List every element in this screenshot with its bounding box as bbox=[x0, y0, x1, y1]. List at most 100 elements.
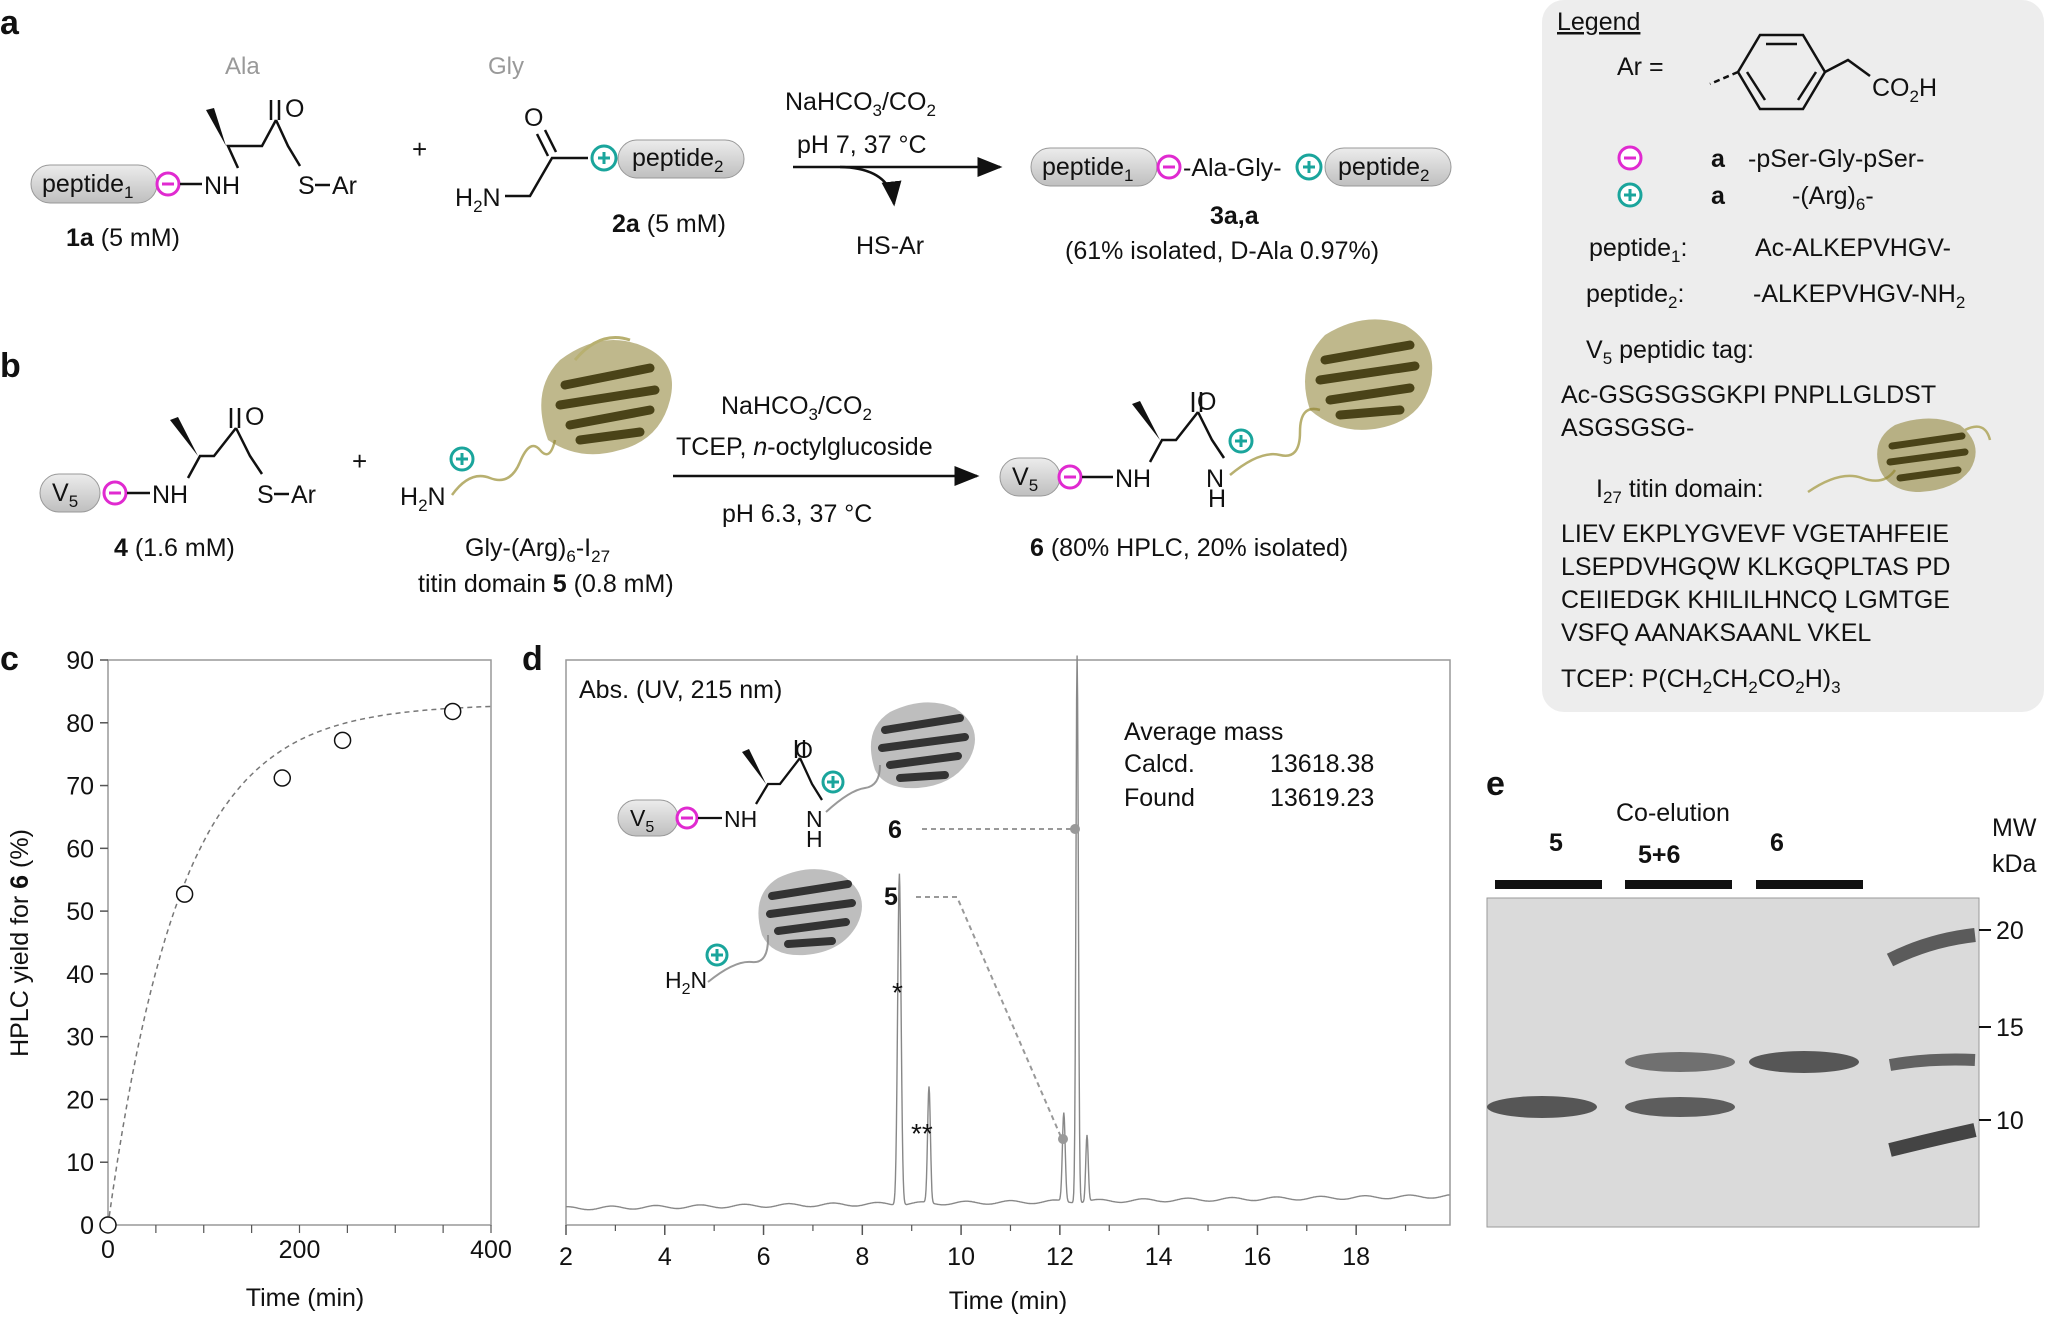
ala-label: Ala bbox=[225, 53, 260, 80]
legend-neg-seq: -pSer-Gly-pSer- bbox=[1748, 145, 1924, 173]
panel-letter-e: e bbox=[1486, 765, 1505, 803]
peptide2-tag-label: peptide2 bbox=[632, 144, 724, 176]
conditions-a-1: NaHCO3/CO2 bbox=[785, 88, 936, 120]
phenyl-ring-icon bbox=[1709, 33, 1871, 111]
scheme-a: Ala Gly peptide1 NH O S Ar 1a (5 mM) + H… bbox=[30, 53, 1452, 265]
calcd-value: 13618.38 bbox=[1270, 750, 1374, 778]
y-tick-label: 20 bbox=[66, 1086, 94, 1114]
gly-label: Gly bbox=[488, 53, 524, 80]
inset-h2n: H2N bbox=[665, 967, 707, 998]
legend-i27-seq1: LIEV EKPLYGVEVF VGETAHFEIE bbox=[1561, 520, 1949, 548]
product-h: H bbox=[1208, 485, 1226, 513]
inset-nh: NH bbox=[724, 806, 757, 832]
marker-20: 20 bbox=[1996, 917, 2024, 945]
ar-label-b: Ar bbox=[291, 481, 316, 509]
coelution-label: Co-elution bbox=[1616, 799, 1730, 827]
compound-5-line2: titin domain 5 (0.8 mM) bbox=[418, 570, 674, 598]
compound-2a-label: 2a (5 mM) bbox=[612, 210, 726, 238]
panel-letter-a: a bbox=[0, 4, 20, 42]
data-point bbox=[273, 769, 292, 787]
legend-i27-seq4: VSFQ AANAKSAANL VKEL bbox=[1561, 619, 1871, 647]
mw-label: MW bbox=[1992, 814, 2037, 842]
titin-protein-icon bbox=[758, 869, 862, 956]
data-point bbox=[443, 702, 462, 721]
x-tick-label: 4 bbox=[658, 1243, 672, 1271]
hplc-trace bbox=[566, 655, 1450, 1211]
product-peptide2-label: peptide2 bbox=[1338, 153, 1430, 185]
legend-v5-seq1: Ac-GSGSGSGKPI PNPLLGLDST bbox=[1561, 381, 1936, 409]
s-label: S bbox=[298, 172, 315, 200]
chart-c-ylabel: HPLC yield for 6 (%) bbox=[6, 829, 34, 1057]
peak-star1: * bbox=[892, 977, 903, 1008]
marker-10: 10 bbox=[1996, 1107, 2024, 1135]
chart-d-frame bbox=[565, 659, 1451, 1226]
legend-i27-seq3: CEIIEDGK KHILILHNCQ LGMTGE bbox=[1561, 586, 1950, 614]
legend-peptide2-label: peptide2: bbox=[1586, 280, 1684, 312]
y-tick-label: 90 bbox=[66, 647, 94, 675]
conditions-b-2: TCEP, n-octylglucoside bbox=[676, 433, 933, 461]
product-3aa-label: 3a,a bbox=[1210, 202, 1260, 230]
titin-protein-icon bbox=[870, 702, 975, 789]
x-tick-label: 18 bbox=[1342, 1243, 1370, 1271]
y-tick-label: 0 bbox=[80, 1212, 94, 1240]
x-tick-label: 8 bbox=[855, 1243, 869, 1271]
legend-co2h: CO2H bbox=[1872, 74, 1937, 106]
product-6-label: 6 (80% HPLC, 20% isolated) bbox=[1030, 534, 1348, 562]
nh-label: NH bbox=[204, 172, 240, 200]
gel-panel: Co-elution 5 5+6 6 MW kDa 20 15 10 bbox=[1486, 799, 2037, 1228]
legend-i27-seq2: LSEPDVHGQW KLKGQPLTAS PD bbox=[1561, 553, 1950, 581]
kda-label: kDa bbox=[1992, 850, 2037, 878]
x-tick-label: 12 bbox=[1046, 1243, 1074, 1271]
carbonyl-o-b2: O bbox=[1197, 388, 1216, 416]
lane-2-label: 5+6 bbox=[1638, 841, 1680, 869]
marker-15: 15 bbox=[1996, 1014, 2024, 1042]
inset-h: H bbox=[806, 826, 823, 852]
peak-5-label: 5 bbox=[884, 883, 898, 911]
legend-peptide2-seq: -ALKEPVHGV-NH2 bbox=[1753, 280, 1965, 312]
compound-5-line1: Gly-(Arg)6-I27 bbox=[465, 534, 610, 566]
x-tick-label: 0 bbox=[101, 1236, 115, 1264]
ar-label: Ar bbox=[332, 172, 357, 200]
product-yield-a: (61% isolated, D-Ala 0.97%) bbox=[1065, 237, 1379, 265]
carbonyl-o-a2: O bbox=[524, 104, 543, 132]
legend-v5-label: V5 peptidic tag: bbox=[1586, 336, 1754, 368]
data-point bbox=[99, 1216, 117, 1234]
chart-c-xlabel: Time (min) bbox=[246, 1284, 365, 1312]
carbonyl-o-a1: O bbox=[285, 95, 304, 123]
x-tick-label: 200 bbox=[279, 1236, 321, 1264]
panel-letter-c: c bbox=[0, 640, 19, 678]
byproduct-label: HS-Ar bbox=[856, 232, 924, 260]
y-tick-label: 10 bbox=[66, 1149, 94, 1177]
x-tick-label: 10 bbox=[947, 1243, 975, 1271]
legend-ar-eq: Ar = bbox=[1617, 53, 1664, 81]
x-tick-label: 14 bbox=[1145, 1243, 1173, 1271]
inset-o: O bbox=[795, 737, 813, 763]
compound-4-label: 4 (1.6 mM) bbox=[114, 534, 235, 562]
titin-protein-icon bbox=[541, 336, 672, 455]
panel-letter-b: b bbox=[0, 347, 21, 385]
y-tick-label: 70 bbox=[66, 773, 94, 801]
plus-sign-b: + bbox=[352, 446, 367, 476]
legend-v5-seq2: ASGSGSG- bbox=[1561, 414, 1694, 442]
inset-n: N bbox=[806, 806, 823, 832]
chart-d-xlabel: Time (min) bbox=[949, 1287, 1068, 1315]
titin-protein-icon bbox=[1305, 319, 1433, 430]
legend-peptide1-seq: Ac-ALKEPVHGV- bbox=[1755, 234, 1951, 262]
v5-tag bbox=[39, 473, 101, 513]
legend-peptide1-label: peptide1: bbox=[1589, 234, 1687, 266]
x-tick-label: 6 bbox=[757, 1243, 771, 1271]
legend-pos-seq: -(Arg)6- bbox=[1792, 182, 1874, 214]
data-point bbox=[333, 731, 352, 750]
peptide1-tag-label: peptide1 bbox=[42, 170, 134, 202]
y-tick-label: 30 bbox=[66, 1024, 94, 1052]
legend-i27-label: I27 titin domain: bbox=[1596, 475, 1764, 507]
product-v5-label: V5 bbox=[1012, 463, 1038, 495]
legend-tcep: TCEP: P(CH2CH2CO2H)3 bbox=[1561, 665, 1841, 697]
h2n-label-b: H2N bbox=[400, 483, 446, 515]
peptide2-tag bbox=[617, 139, 745, 179]
peak-6-label: 6 bbox=[888, 816, 902, 844]
product-peptide2-tag bbox=[1324, 147, 1452, 187]
